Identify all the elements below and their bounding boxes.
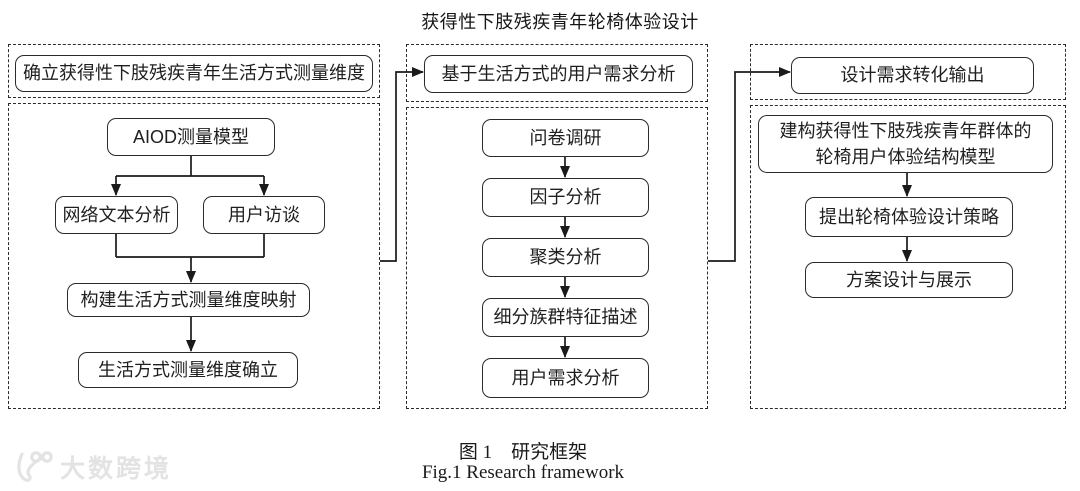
phase1-header-frame	[8, 44, 380, 98]
diagram-title: 获得性下肢残疾青年轮椅体验设计	[421, 12, 699, 32]
node-cluster-analysis: 聚类分析	[482, 238, 649, 277]
node-design-strategy: 提出轮椅体验设计策略	[805, 197, 1013, 237]
node-scheme-design-display: 方案设计与展示	[805, 262, 1013, 298]
watermark-text: 大数跨境	[60, 455, 173, 483]
node-experience-structure-model: 建构获得性下肢残疾青年群体的 轮椅用户体验结构模型	[758, 115, 1053, 173]
model-line1: 建构获得性下肢残疾青年群体的	[779, 120, 1032, 141]
watermark-logo-icon	[17, 451, 53, 482]
model-line2: 轮椅用户体验结构模型	[815, 147, 996, 167]
figure-caption-en: Fig.1 Research framework	[421, 462, 625, 483]
node-factor-analysis: 因子分析	[482, 178, 649, 217]
node-web-text-analysis: 网络文本分析	[55, 196, 178, 234]
node-aiod-model: AIOD测量模型	[107, 118, 275, 156]
watermark: 大数跨境	[12, 449, 172, 485]
phase1-body-frame	[8, 103, 380, 409]
node-segment-description: 细分族群特征描述	[482, 298, 649, 337]
node-dimension-established: 生活方式测量维度确立	[78, 352, 298, 388]
node-user-needs-analysis: 用户需求分析	[482, 358, 649, 398]
node-questionnaire-survey: 问卷调研	[482, 119, 649, 157]
phase2-header: 基于生活方式的用户需求分析	[424, 55, 693, 93]
node-dimension-mapping: 构建生活方式测量维度映射	[67, 283, 310, 317]
node-user-interview: 用户访谈	[203, 196, 325, 234]
phase3-header: 设计需求转化输出	[791, 57, 1034, 94]
phase1-header: 确立获得性下肢残疾青年生活方式测量维度	[15, 55, 373, 92]
figure-caption-zh: 图 1 研究框架	[458, 442, 588, 463]
